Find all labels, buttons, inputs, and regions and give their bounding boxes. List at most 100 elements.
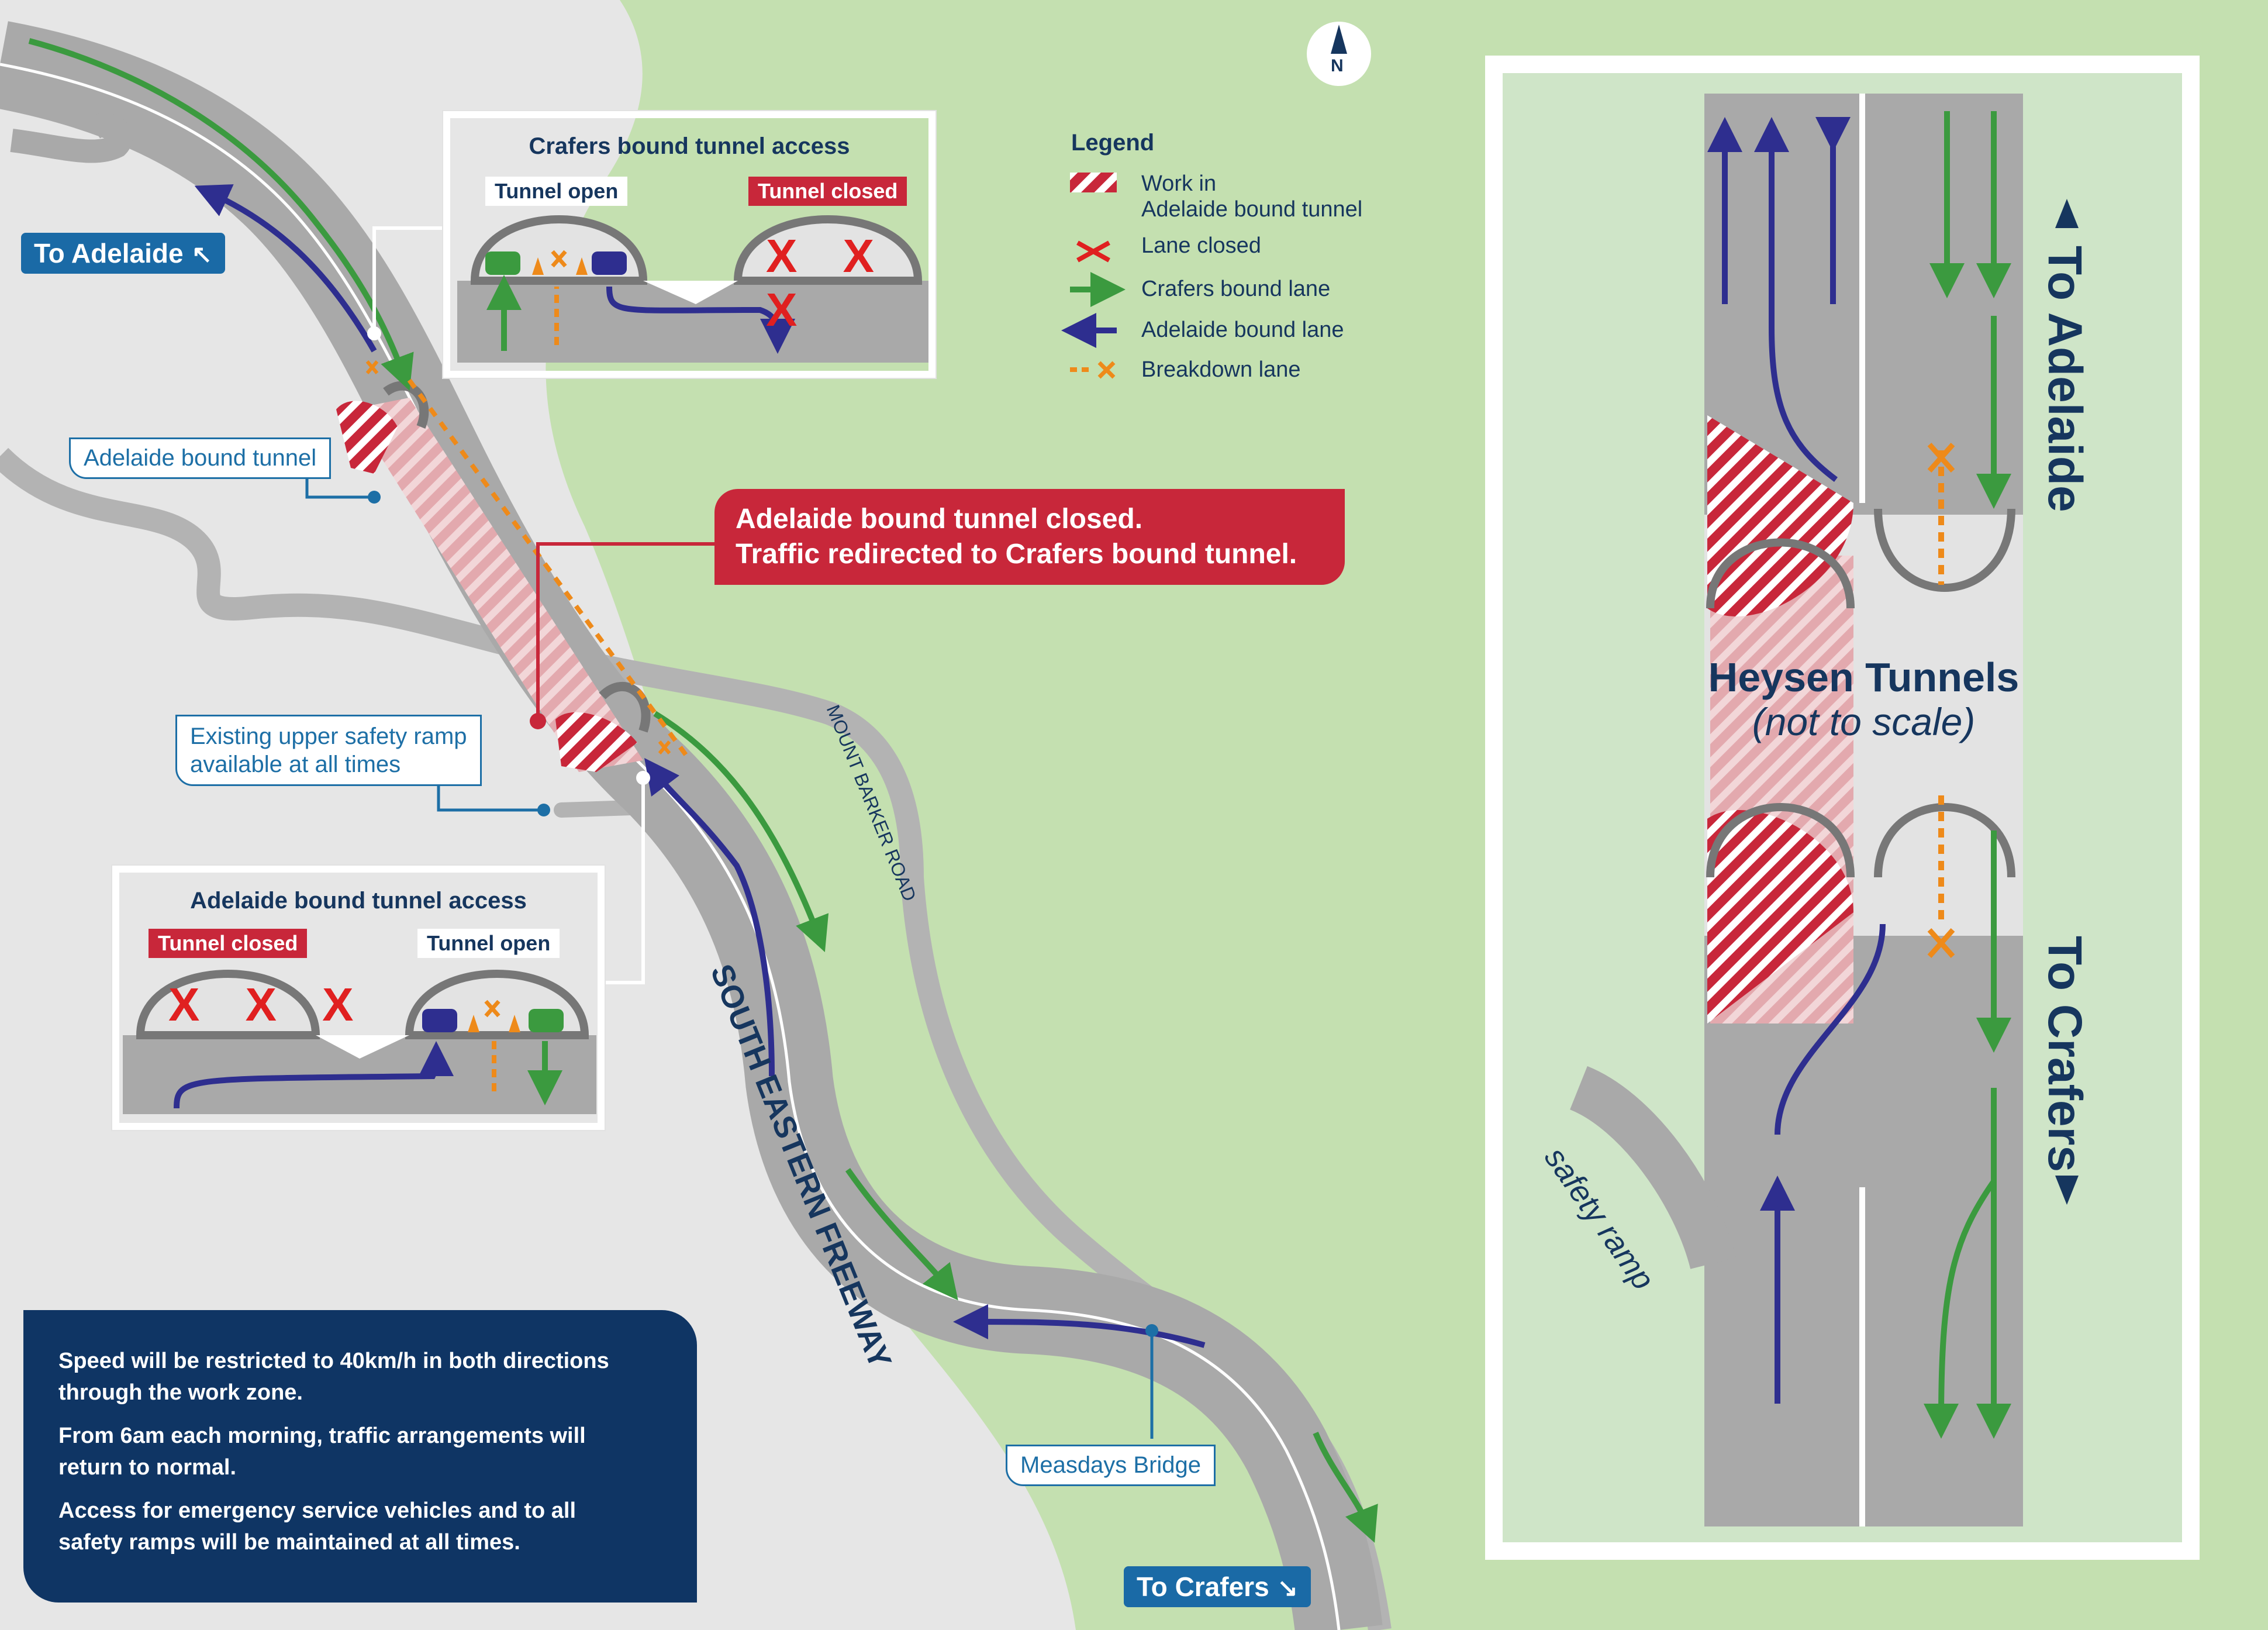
adelaide-tunnel-open-tag: Tunnel open [417, 929, 560, 958]
legend-item-crafers-bound: Crafers bound lane [1071, 276, 1330, 309]
traffic-cone-icon [532, 257, 544, 275]
crafers-bound-lane [653, 711, 829, 952]
schematic-to-adelaide-label: To Adelaide [2038, 246, 2091, 512]
crafers-median [643, 281, 738, 304]
adelaide-tunnel-closed-tag: Tunnel closed [149, 929, 308, 958]
legend-item-label: Crafers bound lane [1141, 277, 1331, 301]
measdays-bridge-callout: Measdays Bridge [1006, 1445, 1216, 1486]
schematic-to-crafers-label: To Crafers [2038, 936, 2091, 1173]
leader-dot [367, 326, 381, 340]
info-line: Access for emergency service vehicles an… [58, 1498, 577, 1523]
blue-car-icon [422, 1009, 457, 1032]
traffic-cone-icon [509, 1015, 520, 1032]
leader-dot [636, 771, 650, 785]
info-paragraph: Access for emergency service vehicles an… [58, 1495, 662, 1558]
top-left-ramp [10, 113, 133, 163]
leader-line [536, 542, 719, 721]
tunnel-portal-arch [599, 681, 651, 733]
adelaide-bound-lane [644, 758, 775, 1077]
schematic-safety-ramp [1569, 1066, 1736, 1270]
crafers-tunnel-closed-tag: Tunnel closed [748, 177, 907, 206]
heysen-tunnels-subtitle: (not to scale) [1752, 700, 1976, 743]
info-box: Speed will be restricted to 40km/h in bo… [23, 1310, 697, 1603]
adelaide-bound-lane [953, 1304, 1206, 1348]
closure-banner-line: Adelaide bound tunnel closed. [736, 504, 1143, 535]
schematic-breakdown-x-icon [1927, 928, 1955, 958]
legend-item-label: Adelaide bound lane [1141, 318, 1344, 342]
crafers-tunnel-access-panel: Crafers bound tunnel access Tunnel open … [443, 111, 935, 378]
adelaide-tunnel-portal-north [336, 401, 398, 474]
to-crafers-label: To Crafers [1137, 1572, 1269, 1602]
legend-red-x-icon [1076, 240, 1110, 263]
green-car-icon [485, 251, 520, 275]
schematic-median-north [1859, 94, 1865, 503]
traffic-cone-icon [468, 1015, 479, 1032]
legend-symbol-slot [1071, 233, 1141, 266]
breakdown-lane [407, 378, 692, 762]
leader-line [372, 226, 444, 333]
closure-banner-line: Traffic redirected to Crafers bound tunn… [736, 539, 1297, 570]
crafers-bound-lane [1313, 1432, 1378, 1543]
upper-safety-ramp-line: Existing upper safety ramp [190, 723, 467, 749]
legend-symbol-slot [1071, 357, 1141, 390]
to-crafers-button[interactable]: To Crafers ↘ [1124, 1566, 1311, 1607]
upper-safety-ramp-callout: Existing upper safety ramp available at … [175, 715, 482, 786]
cursor-arrow-icon: ↘ [1277, 1574, 1298, 1601]
adelaide-panel-title: Adelaide bound tunnel access [190, 888, 527, 914]
freeway-centre-line [0, 63, 1341, 1630]
crafers-panel-redirect-arrow [606, 286, 795, 354]
to-adelaide-button[interactable]: To Adelaide↖ [21, 233, 225, 274]
cursor-arrow-icon: ↖ [191, 240, 212, 268]
breakdown-x-icon [484, 1000, 500, 1018]
measdays-bridge-label: Measdays Bridge [1020, 1452, 1202, 1478]
legend-item-adelaide-bound: Adelaide bound lane [1071, 317, 1344, 350]
closure-banner: Adelaide bound tunnel closed. Traffic re… [714, 489, 1345, 585]
upper-safety-ramp-line: available at all times [190, 752, 401, 777]
crafers-closed-x-marks: X X X [766, 230, 890, 336]
leader-line [437, 784, 544, 812]
legend-symbol-slot [1071, 171, 1141, 204]
legend-item-label: Lane closed [1141, 233, 1261, 258]
schematic-tunnel-arch [1874, 508, 2015, 592]
breakdown-x-icon [551, 250, 567, 268]
legend-symbol-slot [1071, 317, 1141, 350]
work-zone-shading [351, 398, 643, 772]
info-line: through the work zone. [58, 1380, 303, 1405]
to-adelaide-label: To Adelaide [34, 238, 184, 268]
schematic-tunnel-arch [1706, 538, 1855, 609]
traffic-cone-icon [576, 257, 588, 275]
leader-dot [537, 804, 550, 816]
schematic-work-north [1707, 415, 1853, 616]
info-paragraph: Speed will be restricted to 40km/h in bo… [58, 1345, 662, 1408]
heysen-tunnels-title: Heysen Tunnels [1708, 654, 2020, 700]
legend-orange-x-icon [1097, 361, 1116, 379]
adelaide-bound-tunnel-label: Adelaide bound tunnel [84, 445, 317, 471]
green-car-icon [529, 1009, 564, 1032]
legend-hatch-symbol [1070, 173, 1117, 192]
north-arrow-pointer [1331, 25, 1347, 54]
info-line: From 6am each morning, traffic arrangeme… [58, 1424, 586, 1448]
crafers-bound-lane [28, 38, 414, 391]
info-paragraph: From 6am each morning, traffic arrangeme… [58, 1420, 662, 1483]
adelaide-closed-tunnel [136, 970, 320, 1039]
breakdown-x-icon [658, 740, 671, 754]
schematic-crafers-lane [1924, 1180, 1997, 1439]
breakdown-x-icon [365, 360, 379, 374]
crafers-closed-tunnel [733, 215, 923, 285]
adelaide-tunnel-access-panel: Adelaide bound tunnel access Tunnel clos… [112, 866, 605, 1130]
adelaide-bound-tunnel-callout: Adelaide bound tunnel [69, 437, 332, 479]
legend-item-label: Breakdown lane [1141, 357, 1301, 382]
schematic-adelaide-lane [1754, 117, 1838, 482]
schematic-tunnel-arch [1874, 803, 2015, 878]
leader-dot [1145, 1324, 1158, 1337]
crafers-bound-lane [845, 1168, 958, 1301]
info-line: return to normal. [58, 1455, 237, 1480]
legend-item-label: Work in [1141, 171, 1217, 196]
leader-dot [368, 491, 381, 504]
info-line: Speed will be restricted to 40km/h in bo… [58, 1349, 609, 1373]
adelaide-tunnel-portal-south [555, 712, 637, 772]
adelaide-closed-x-marks: X X X [168, 978, 370, 1031]
legend-item-lane-closed: Lane closed [1071, 233, 1261, 266]
legend: Legend Work in Adelaide bound tunnel Lan… [1051, 115, 1393, 405]
